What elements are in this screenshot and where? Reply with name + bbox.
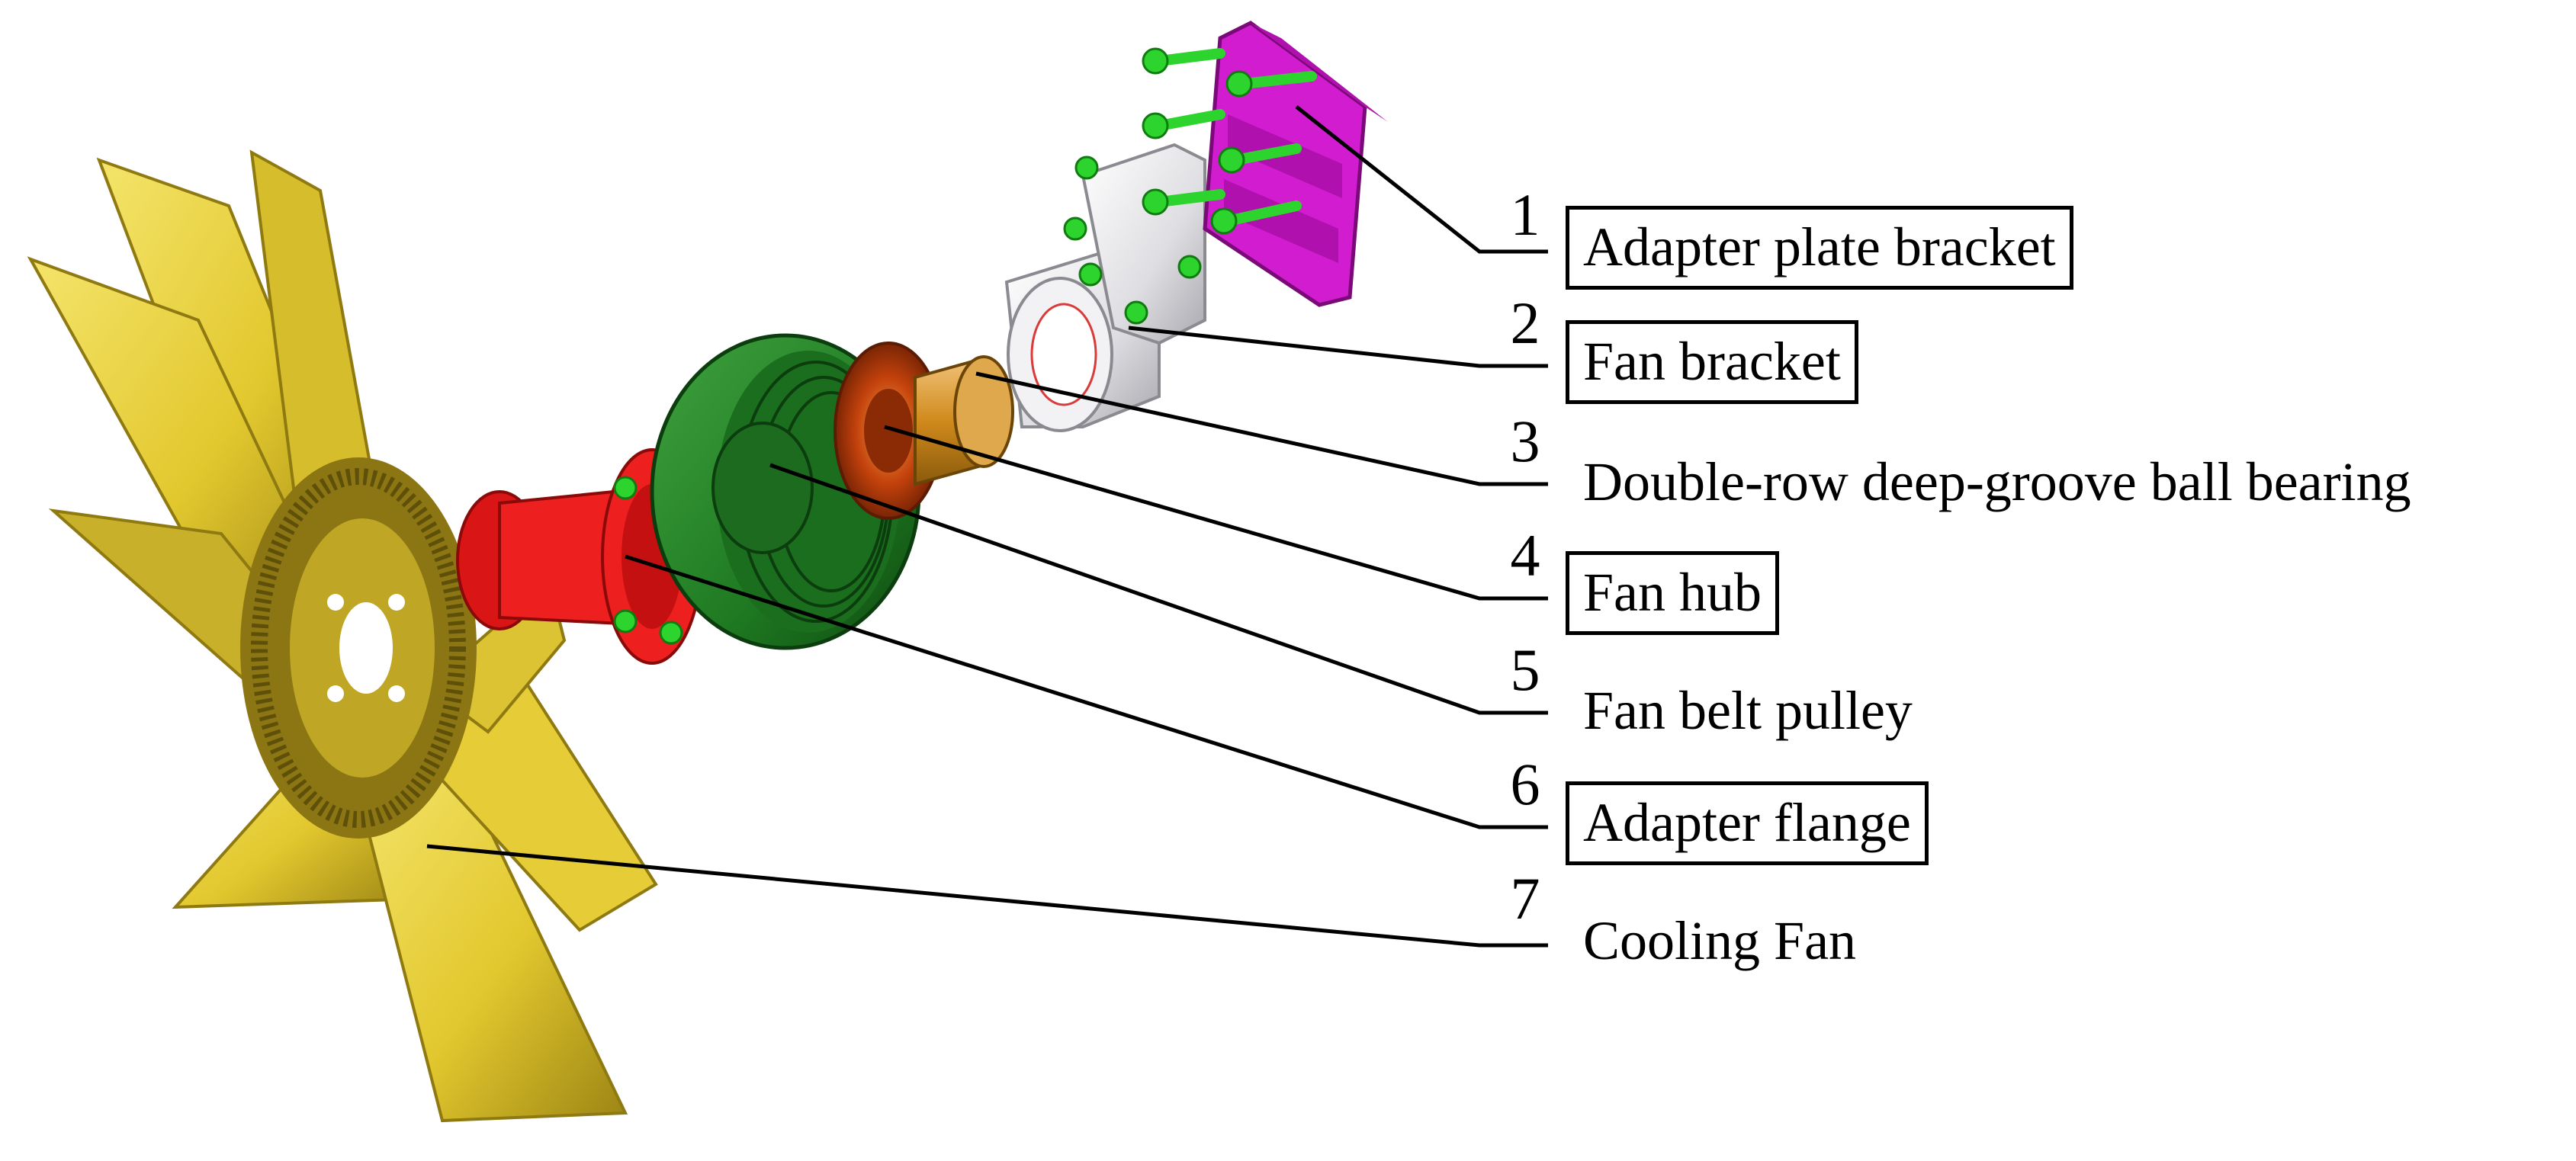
part-number-4: 4: [1510, 522, 1540, 589]
part-number-5: 5: [1510, 637, 1540, 703]
part-label-6: Adapter flange: [1566, 781, 1929, 865]
part-label-5: Fan belt pulley: [1583, 680, 1913, 741]
part-number-2: 2: [1510, 290, 1540, 356]
leader-lines: [426, 105, 1548, 948]
part-label-3: Double-row deep-groove ball bearing: [1583, 451, 2411, 512]
part-number-7: 7: [1510, 865, 1540, 932]
bearing-shape: [914, 355, 1014, 486]
adapter-plate-bracket-shape: [1142, 21, 1388, 307]
part-number-6: 6: [1510, 751, 1540, 817]
part-label-2: Fan bracket: [1566, 320, 1858, 404]
part-label-4: Fan hub: [1566, 551, 1779, 635]
fan-bracket-shape: [1004, 143, 1206, 432]
part-label-7: Cooling Fan: [1583, 910, 1857, 971]
part-number-1: 1: [1510, 181, 1540, 248]
part-number-3: 3: [1510, 408, 1540, 474]
part-label-1: Adapter plate bracket: [1566, 206, 2073, 290]
cooling-fan-shape: [27, 149, 658, 1123]
